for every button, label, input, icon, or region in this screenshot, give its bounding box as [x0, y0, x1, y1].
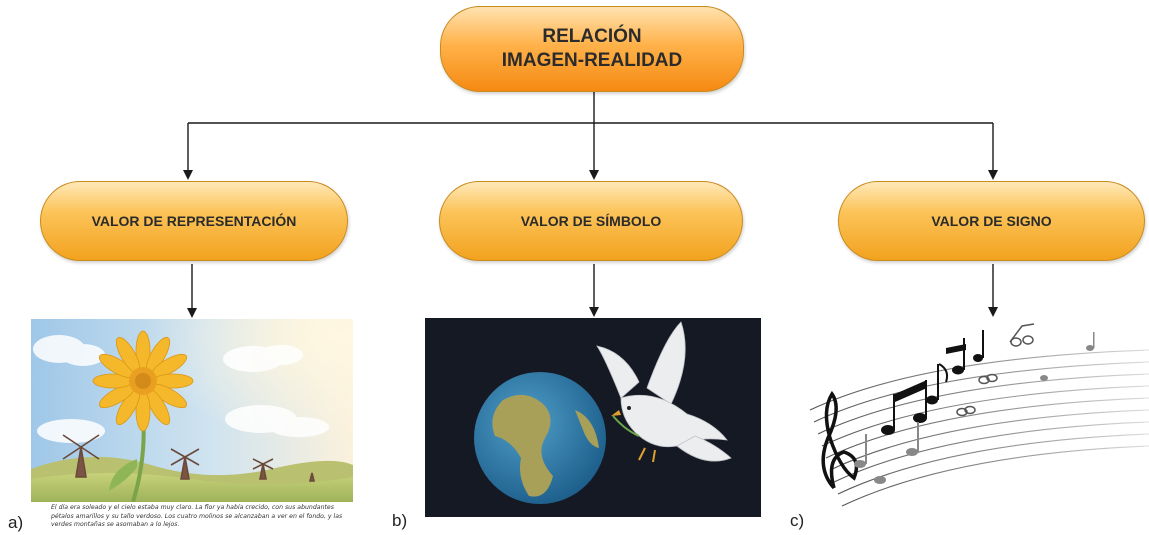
label-a: a) — [8, 513, 24, 532]
node-label: VALOR DE SIGNO — [931, 213, 1052, 229]
node-label: VALOR DE REPRESENTACIÓN — [91, 213, 297, 229]
label-b: b) — [392, 511, 408, 530]
image-sunflower-landscape — [31, 319, 353, 502]
image-music-staff — [800, 318, 1149, 518]
node-valor-simbolo: VALOR DE SÍMBOLO — [439, 181, 743, 261]
node-valor-representacion: VALOR DE REPRESENTACIÓN — [40, 181, 348, 261]
root-title-line1: RELACIÓN — [542, 26, 642, 47]
label-c: c) — [790, 511, 805, 530]
node-label: VALOR DE SÍMBOLO — [520, 213, 662, 229]
root-title-line2: IMAGEN-REALIDAD — [501, 50, 683, 71]
root-node: RELACIÓN IMAGEN-REALIDAD — [440, 6, 744, 92]
image-dove-earth — [425, 318, 761, 517]
node-valor-signo: VALOR DE SIGNO — [838, 181, 1145, 261]
image-a-caption: El día era soleado y el cielo estaba muy… — [51, 504, 343, 529]
